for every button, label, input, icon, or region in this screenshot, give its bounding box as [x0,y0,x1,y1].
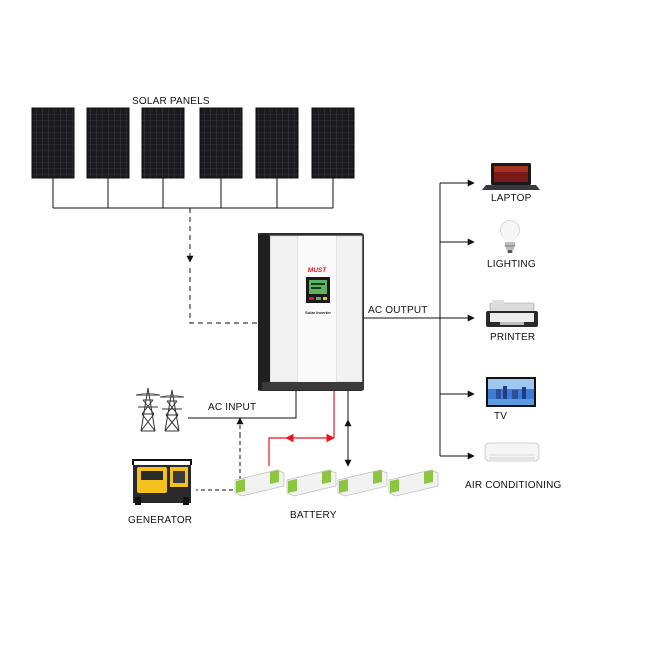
laptop-label: LAPTOP [491,193,532,204]
pv-dc-line [186,208,262,324]
light-bulb-icon [500,220,520,253]
ac-input-label: AC INPUT [208,402,257,413]
inverter-icon: MUST Solar Inverter [258,233,364,391]
solar-panel-icon [31,107,75,179]
panel-wiring [52,178,334,209]
inverter-brand: MUST [308,267,327,274]
solar-panel-array [31,107,355,179]
generator-icon [132,459,192,505]
solar-panel-icon [141,107,185,179]
battery-icon [234,469,285,497]
tv-icon [486,377,536,407]
ac-output-label: AC OUTPUT [368,305,428,316]
transmission-tower-icon [135,387,185,432]
laptop-icon [482,163,540,190]
battery-wiring [268,391,352,467]
battery-icon [286,469,337,497]
ac-output-wiring [364,179,475,460]
printer-label: PRINTER [490,332,536,343]
air-conditioner-icon [484,442,540,462]
generator-label: GENERATOR [128,515,193,526]
printer-icon [486,300,538,327]
inverter-panel-text: Solar Inverter [305,310,331,315]
solar-panel-icon [255,107,299,179]
solar-panel-icon [311,107,355,179]
solar-panel-icon [199,107,243,179]
tv-label: TV [494,411,508,422]
solar-panel-icon [86,107,130,179]
solar-panels-label: SOLAR PANELS [132,96,210,107]
battery-icon [388,469,439,497]
battery-bank [234,469,439,497]
lighting-label: LIGHTING [487,259,536,270]
battery-label: BATTERY [290,510,337,521]
battery-icon [337,469,388,497]
air-conditioning-label: AIR CONDITIONING [465,480,562,491]
